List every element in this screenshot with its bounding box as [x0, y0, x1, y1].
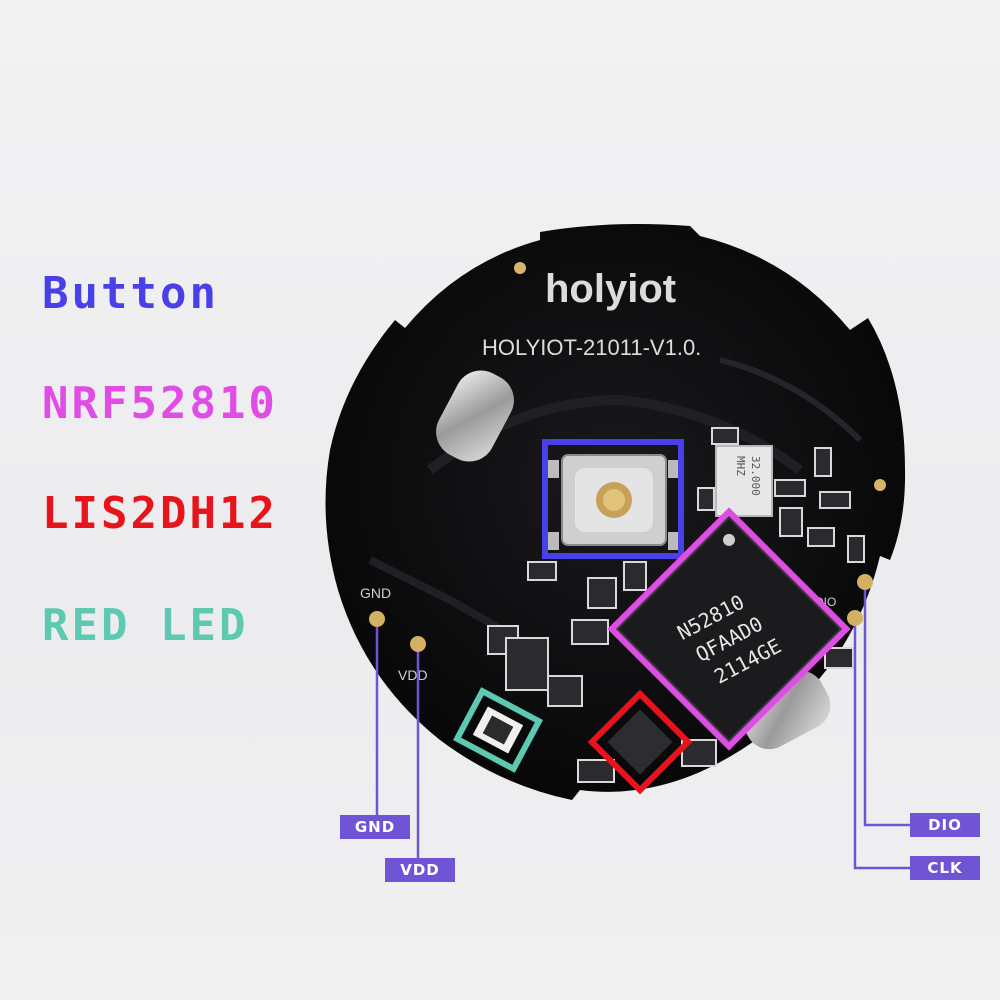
legend-nrf-label: NRF52810	[42, 378, 278, 429]
red-led	[472, 706, 524, 754]
lis-highlight-box	[587, 689, 693, 795]
dio-pad	[857, 574, 873, 590]
mounting-holes	[514, 262, 886, 491]
legend-button-label: Button	[42, 268, 219, 319]
led-highlight-box	[453, 687, 543, 773]
pin-pads	[369, 574, 873, 652]
nrf-highlight-box	[607, 507, 851, 751]
clk-pin-tag: CLK	[910, 856, 980, 880]
dio-leader-line	[863, 590, 910, 827]
tactile-button	[545, 454, 682, 550]
button-highlight-box	[542, 439, 684, 559]
clk-pad	[847, 610, 863, 626]
board-model-text: HOLYIOT-21011-V1.0.	[482, 335, 701, 360]
brand-logo: holyiot	[545, 267, 676, 311]
gnd-pin-tag: GND	[340, 815, 410, 839]
dio-pin-tag: DIO	[910, 813, 980, 837]
passive-components	[487, 427, 865, 783]
gnd-pad	[369, 611, 385, 627]
crystal-freq-text: 32.000	[749, 456, 762, 496]
legend-lis-label: LIS2DH12	[42, 488, 278, 539]
legend-led-label: RED LED	[42, 600, 249, 651]
vdd-pad	[410, 636, 426, 652]
silk-vdd-text: VDD	[398, 667, 428, 683]
board-silkscreen: holyiot HOLYIOT-21011-V1.0. GND VDD DIO	[360, 267, 836, 683]
clk-leader-line	[853, 626, 910, 870]
vdd-pin-tag: VDD	[385, 858, 455, 882]
crystal-unit-text: MHZ	[734, 456, 747, 476]
lis-chip	[607, 709, 673, 775]
silk-gnd-text: GND	[360, 585, 391, 601]
battery-tab	[436, 370, 514, 462]
crystal-oscillator: 32.000 MHZ	[715, 445, 773, 517]
